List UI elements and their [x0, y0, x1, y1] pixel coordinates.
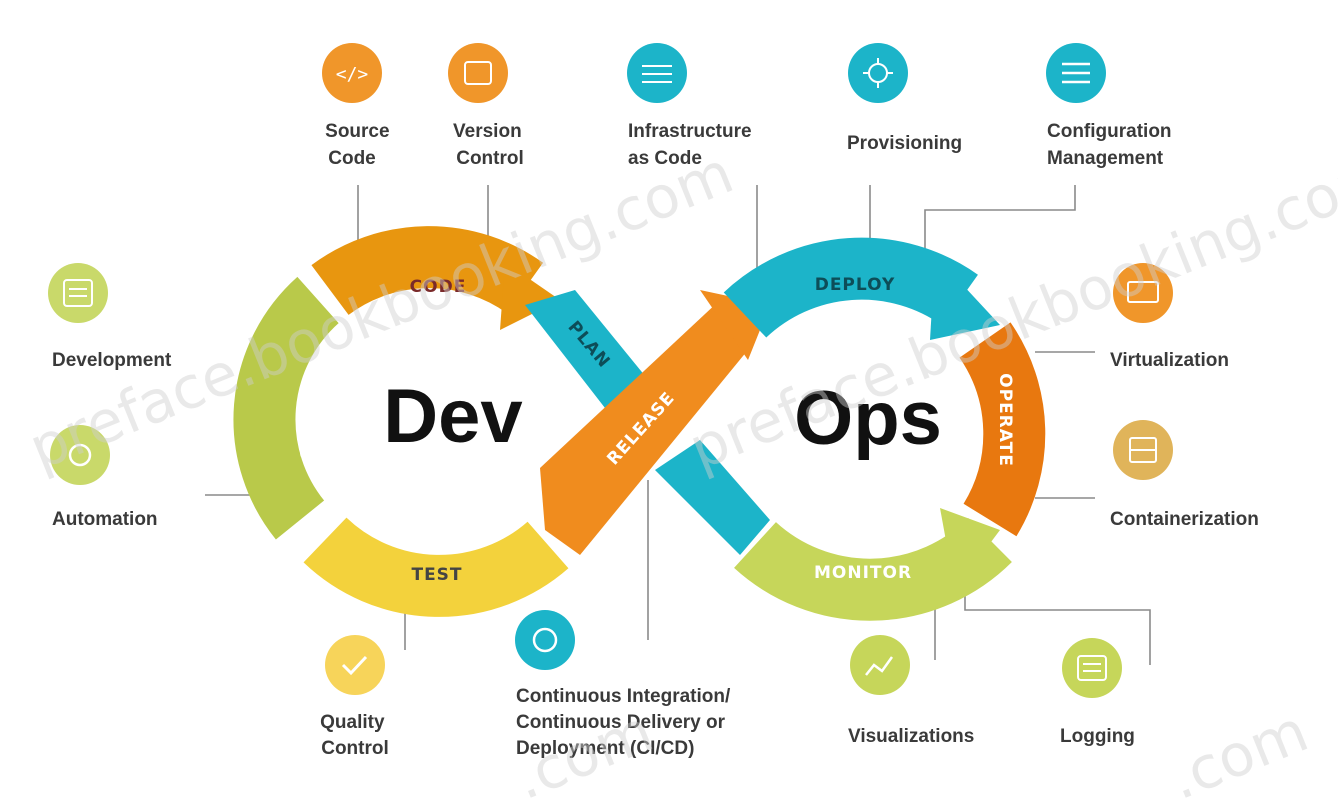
logging-label: Logging [1060, 726, 1135, 747]
quality-control-label: Quality Control [320, 712, 390, 759]
lower-teal-segment [655, 440, 770, 555]
version-control-label: Version Control [453, 121, 527, 169]
stage-build-label: BUILD [295, 398, 315, 461]
stage-test-label: TEST [411, 565, 462, 585]
visualizations-icon [850, 635, 910, 695]
virtualization-icon [1113, 263, 1173, 323]
configuration-icon [1046, 43, 1106, 103]
ci-cd-icon [515, 610, 575, 670]
release-segment [540, 300, 760, 555]
visualizations-label: Visualizations [848, 726, 974, 747]
build-segment [233, 276, 340, 540]
quality-control-icon [325, 635, 385, 695]
virtualization-label: Virtualization [1110, 350, 1229, 371]
dev-title: Dev [383, 374, 522, 459]
stage-monitor-label: MONITOR [814, 563, 912, 583]
stage-code-label: CODE [410, 277, 467, 297]
infrastructure-icon [627, 43, 687, 103]
configuration-management-label: Configuration Management [1047, 121, 1177, 169]
stage-operate-label: OPERATE [995, 373, 1015, 467]
version-control-icon [448, 43, 508, 103]
code-segment [311, 226, 544, 316]
development-label: Development [52, 350, 172, 371]
ops-title: Ops [794, 376, 942, 461]
automation-label: Automation [52, 509, 158, 530]
stage-deploy-label: DEPLOY [815, 275, 896, 295]
tool-icons: </> [48, 43, 1173, 698]
infrastructure-as-code-label: Infrastructure as Code [628, 121, 757, 169]
watermark-4: .com [1160, 697, 1317, 807]
development-icon [48, 263, 108, 323]
source-code-label: Source Code [325, 121, 395, 169]
provisioning-label: Provisioning [847, 133, 962, 154]
source-code-icon: </> [322, 43, 382, 103]
containerization-icon [1113, 420, 1173, 480]
logging-icon [1062, 638, 1122, 698]
deploy-segment [723, 237, 978, 339]
tool-labels: Source Code Version Control Infrastructu… [52, 121, 1259, 759]
infinity-loop [233, 226, 1046, 621]
plan-segment [525, 290, 650, 408]
svg-text:</>: </> [336, 64, 369, 85]
ci-cd-label: Continuous Integration/ Continuous Deliv… [516, 686, 736, 759]
provisioning-icon [848, 43, 908, 103]
containerization-label: Containerization [1110, 509, 1259, 530]
automation-icon [50, 425, 110, 485]
test-segment [303, 517, 569, 617]
operate-segment [959, 322, 1046, 537]
